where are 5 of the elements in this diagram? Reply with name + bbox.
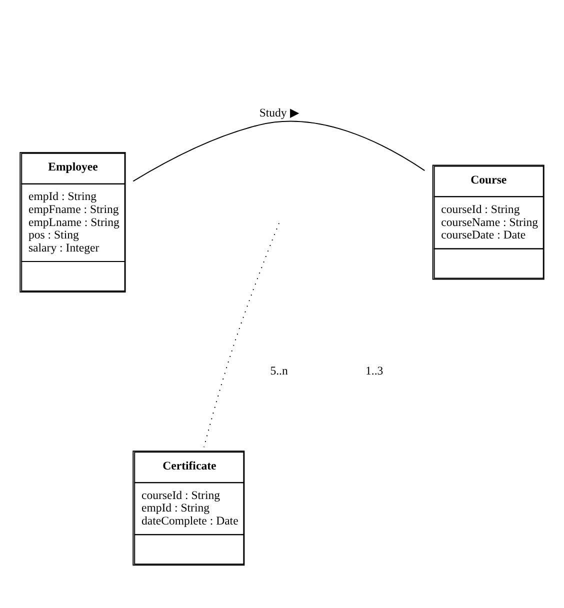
connector (132, 120, 426, 182)
edge-label: Study ▶ (259, 105, 299, 120)
connector (203, 222, 280, 448)
label: 5..n (270, 363, 288, 378)
label: 1..3 (366, 363, 384, 378)
